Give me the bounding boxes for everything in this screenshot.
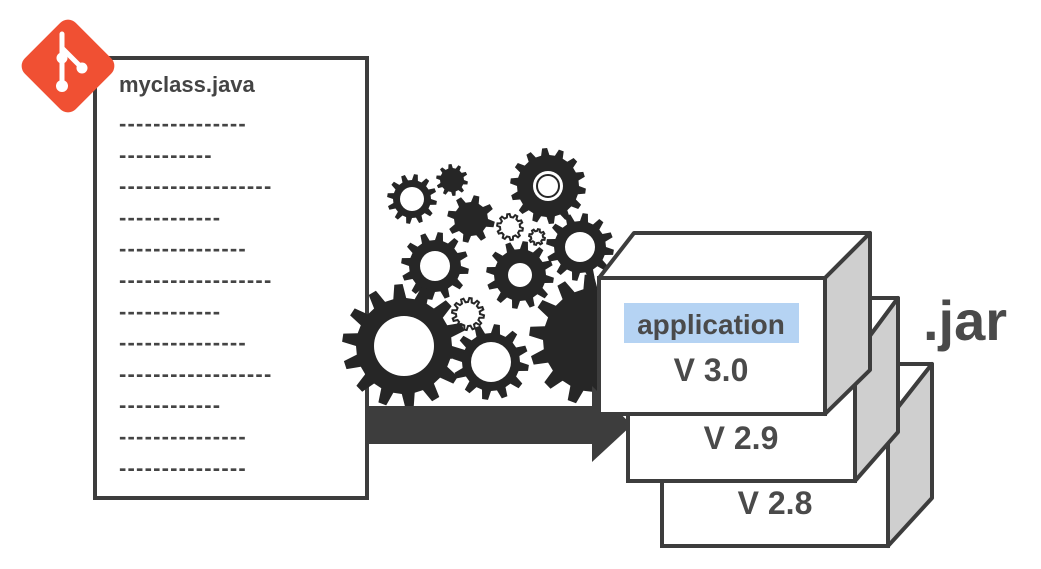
code-line: ------------: [119, 299, 221, 324]
code-line: ------------------: [119, 174, 272, 199]
gear-icon: [495, 212, 525, 242]
code-line: ---------------: [119, 330, 247, 355]
gear-icon: [527, 227, 547, 247]
code-line: ------------: [119, 393, 221, 418]
artifact-box-application: application V 3.0: [597, 231, 872, 416]
gear-hole-ring: [536, 174, 560, 198]
git-logo-icon: [21, 19, 115, 113]
gear-icon: [436, 164, 468, 196]
text-selection-highlight: [624, 303, 799, 343]
code-line: ---------------: [119, 111, 247, 136]
code-line: ---------------: [119, 424, 247, 449]
code-line: ---------------: [119, 236, 247, 261]
code-line: ------------------: [119, 361, 272, 386]
artifact-name: application: [637, 309, 785, 340]
gear-hole: [565, 232, 595, 262]
gear-hole: [508, 263, 532, 287]
code-line: ---------------: [119, 455, 247, 480]
gear-icon: [447, 195, 495, 243]
gear-icon: [450, 296, 486, 332]
jar-extension-label: .jar: [923, 289, 1007, 352]
gear-hole: [400, 187, 424, 211]
source-code-lines: ----------------------------------------…: [119, 111, 272, 480]
gear-hole: [374, 316, 434, 376]
source-file: myclass.java ---------------------------…: [93, 56, 369, 500]
source-filename: myclass.java: [119, 72, 256, 97]
gear-hole: [471, 342, 511, 382]
artifact-version-2-9: V 2.9: [704, 420, 779, 456]
artifact-version-3-0: V 3.0: [674, 352, 749, 388]
code-line: ------------: [119, 205, 221, 230]
code-line: ------------------: [119, 268, 272, 293]
gear-hole: [420, 251, 450, 281]
code-line: -----------: [119, 142, 213, 167]
source-file-page: [93, 56, 369, 500]
artifact-version-2-8: V 2.8: [738, 485, 813, 521]
